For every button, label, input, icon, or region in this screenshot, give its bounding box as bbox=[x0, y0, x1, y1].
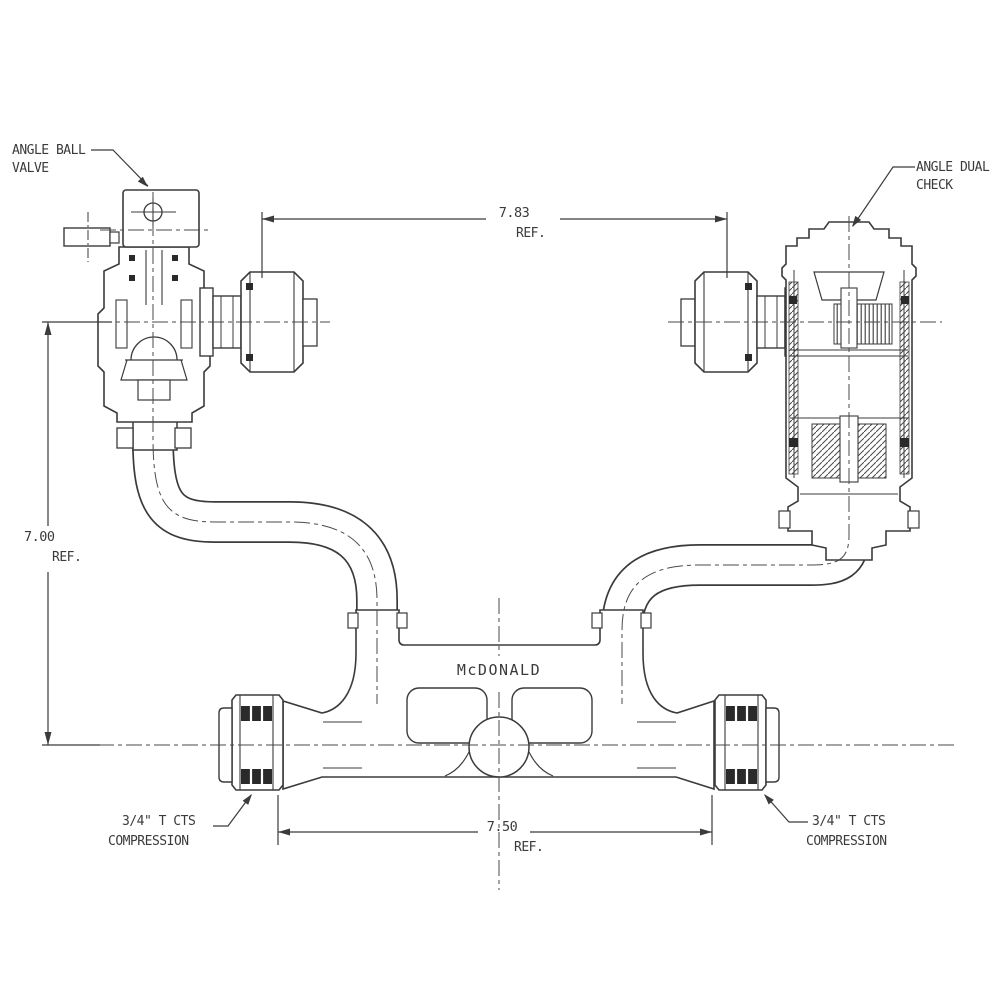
right-compression-nut bbox=[714, 694, 780, 791]
callout-left-connection-line1: 3/4" T CTS bbox=[122, 814, 196, 829]
callout-angle-ball-valve-line2: VALVE bbox=[12, 161, 49, 176]
centerlines bbox=[42, 192, 958, 890]
dimension-top-width-value: 7.83 bbox=[498, 205, 530, 221]
callout-angle-dual-check-line2: CHECK bbox=[916, 178, 953, 193]
callout-angle-ball-valve-line1: ANGLE BALL bbox=[12, 143, 86, 158]
tee-handle bbox=[63, 212, 120, 262]
dimension-left-height-value: 7.00 bbox=[24, 529, 55, 545]
lower-check-poppet bbox=[857, 423, 887, 479]
callout-angle-dual-check-line1: ANGLE DUAL bbox=[916, 160, 990, 175]
dimension-bottom-width-value: 7.50 bbox=[486, 819, 518, 835]
brand-text: McDONALD bbox=[456, 661, 542, 679]
callout-right-connection-line2: COMPRESSION bbox=[806, 834, 887, 849]
right-s-pipe bbox=[601, 533, 870, 650]
left-compression-nut bbox=[218, 694, 284, 791]
callout-left-connection-line2: COMPRESSION bbox=[108, 834, 189, 849]
lower-check-poppet bbox=[811, 423, 841, 479]
leader-lines bbox=[91, 149, 915, 827]
left-s-pipe bbox=[132, 439, 398, 650]
dimension-bottom-width-ref: REF. bbox=[514, 840, 544, 855]
dimension-top-width-ref: REF. bbox=[516, 226, 546, 241]
callout-right-connection-line1: 3/4" T CTS bbox=[812, 814, 886, 829]
valve-cap bbox=[122, 189, 200, 248]
dimension-lines bbox=[42, 212, 728, 845]
angle-ball-valve-drawing bbox=[63, 189, 318, 451]
angle-dual-check-drawing bbox=[680, 221, 920, 561]
dimension-left-height-ref: REF. bbox=[52, 550, 82, 565]
